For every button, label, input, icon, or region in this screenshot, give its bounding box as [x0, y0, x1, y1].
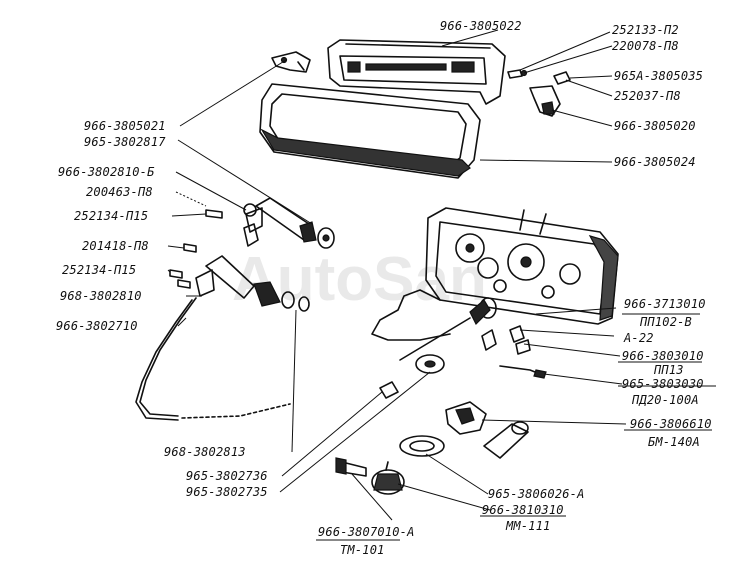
label-bm-140a: БМ-140А [648, 435, 700, 449]
label-252134-p15-a: 252134-П15 [74, 209, 148, 223]
label-966-3810310: 966-3810310 [482, 503, 564, 517]
label-pd20-100a: ПД20-100А [631, 393, 699, 407]
sender-part [445, 401, 529, 459]
screw-part [507, 69, 571, 85]
label-966-3803010: 966-3803010 [622, 349, 704, 363]
label-201418-p8: 201418-П8 [82, 239, 149, 253]
second-drive-part [195, 255, 310, 312]
label-pp102-v: ПП102-В [639, 315, 692, 329]
label-200463-p8: 200463-П8 [86, 185, 153, 199]
washer-part [399, 435, 445, 457]
label-965-3802735: 965-3802735 [186, 485, 268, 499]
label-966-3802710: 966-3802710 [56, 319, 138, 333]
label-mm-111: ММ-111 [505, 519, 551, 533]
pressure-sensor-part [371, 461, 405, 495]
screws-left-part [169, 209, 223, 289]
label-252134-p15-b: 252134-П15 [62, 263, 136, 277]
label-965-3802736: 965-3802736 [186, 469, 268, 483]
wiring-harness-part [371, 289, 497, 361]
label-220078-p8: 220078-П8 [612, 39, 679, 53]
label-966-3805024: 966-3805024 [614, 155, 696, 169]
grommet-part [379, 354, 445, 399]
leader-lines [167, 29, 716, 541]
label-252133-p2: 252133-П2 [612, 23, 679, 37]
label-966-3802810-b: 966-3802810-Б [58, 165, 155, 179]
bracket-part [271, 51, 311, 73]
label-252037-p8: 252037-П8 [614, 89, 681, 103]
bulb-socket-part [481, 325, 547, 379]
label-966-3807010-a: 966-3807010-А [318, 525, 415, 539]
label-968-3802813: 968-3802813 [164, 445, 246, 459]
label-966-3806610: 966-3806610 [630, 417, 712, 431]
speedometer-cable-part [135, 297, 291, 421]
label-tm-101: ТМ-101 [340, 543, 385, 557]
label-965-3806026-a: 965-3806026-А [488, 487, 585, 501]
label-a-22: А-22 [623, 331, 654, 345]
label-968-3802810: 968-3802810 [60, 289, 142, 303]
label-965-3802817: 965-3802817 [84, 135, 166, 149]
temperature-sensor-part [335, 457, 367, 477]
label-965a-3805035: 965А-3805035 [614, 69, 703, 83]
instrument-cluster-rear-part [425, 207, 619, 325]
label-pp13: ПП13 [653, 363, 684, 377]
label-966-3713010: 966-3713010 [624, 297, 706, 311]
clip-part [529, 85, 561, 117]
label-966-3805022: 966-3805022 [440, 19, 522, 33]
label-965-3803030: 965-3803030 [622, 377, 704, 391]
bezel-frame-part [259, 83, 481, 179]
angle-drive-part [243, 197, 335, 249]
label-966-3805020: 966-3805020 [614, 119, 696, 133]
label-966-3805021: 966-3805021 [84, 119, 166, 133]
cluster-housing-part [327, 39, 506, 105]
